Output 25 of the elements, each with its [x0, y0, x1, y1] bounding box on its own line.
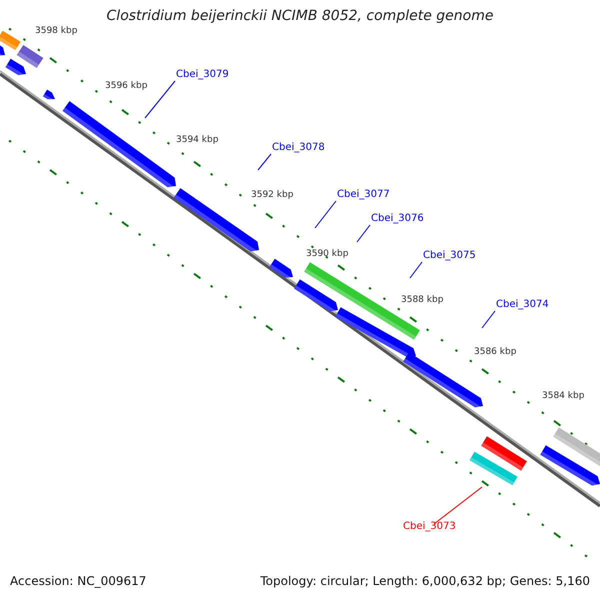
scale-label: 3598 kbp [35, 26, 78, 36]
genome-summary-text: Topology: circular; Length: 6,000,632 bp; Genes: 5,160 [260, 574, 590, 588]
gene-label: Cbei_3079 [176, 69, 229, 80]
scale-label: 3584 kbp [542, 391, 584, 401]
scale-label: 3588 kbp [401, 295, 444, 305]
leader-line [258, 154, 272, 170]
gene-label: Cbei_3078 [272, 142, 325, 153]
diagram-title: Clostridium beijerinckii NCIMB 8052, complete genome [106, 8, 494, 24]
leader-line [410, 262, 422, 278]
scale-label: 3592 kbp [251, 190, 294, 200]
leader-line [434, 486, 482, 524]
leader-line [356, 224, 370, 242]
gene-label: Cbei_3076 [371, 213, 424, 224]
gene-label: Cbei_3075 [423, 250, 476, 261]
scale-label: 3586 kbp [474, 347, 516, 357]
accession-text: Accession: NC_009617 [10, 574, 146, 588]
leader-line [314, 200, 336, 228]
scale-label: 3594 kbp [176, 135, 218, 145]
scale-label: 3596 kbp [105, 81, 148, 91]
scale-label: 3590 kbp [306, 249, 348, 259]
leader-line [482, 310, 496, 328]
gene-label: Cbei_3073 [403, 521, 456, 532]
gene-label: Cbei_3077 [337, 189, 390, 200]
leader-line [144, 80, 176, 118]
gene-label: Cbei_3074 [496, 299, 549, 310]
